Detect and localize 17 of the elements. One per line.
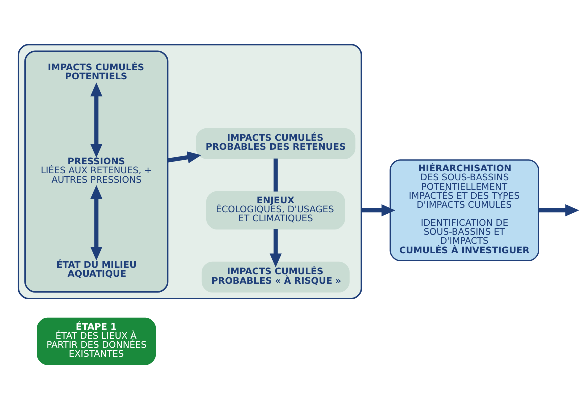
node-text: ÉTAT DU MILIEU AQUATIQUE bbox=[56, 261, 137, 280]
arrow bbox=[168, 152, 202, 164]
cluster bbox=[24, 50, 169, 293]
arrow bbox=[538, 204, 579, 217]
node-text: IMPACTS CUMULÉS POTENTIELS bbox=[48, 63, 144, 82]
node-box: ÉTAPE 1 ÉTAT DES LIEUX À PARTIR DES DONNÉES EXISTANTES bbox=[37, 318, 156, 366]
arrow bbox=[90, 185, 103, 261]
node-box: IMPACTS CUMULÉS PROBABLES DES RETENUES bbox=[196, 128, 356, 160]
node-box: ENJEUX ÉCOLOGIQUES, D'USAGES ET CLIMATIQUES bbox=[206, 191, 346, 230]
arrow bbox=[362, 204, 396, 217]
node-box: HIÉRARCHISATION DES SOUS-BASSINS POTENTIELLEMENT IMPACTÉS ET DES TYPES D'IMPACTS CUMULÉS IDENTIFICATION DE SOUS-BASSINS ET D'IMPACTS CUMULÉS À INVESTIGUER bbox=[390, 160, 540, 262]
arrow bbox=[90, 82, 103, 158]
node-box: IMPACTS CUMULÉS PROBABLES « À RISQUE » bbox=[202, 262, 350, 293]
arrow bbox=[270, 229, 282, 268]
cluster bbox=[18, 44, 362, 300]
connector bbox=[274, 158, 278, 192]
node-text: PRESSIONS LIÉES AUX RETENUES, + AUTRES PRESSIONS bbox=[40, 158, 152, 186]
